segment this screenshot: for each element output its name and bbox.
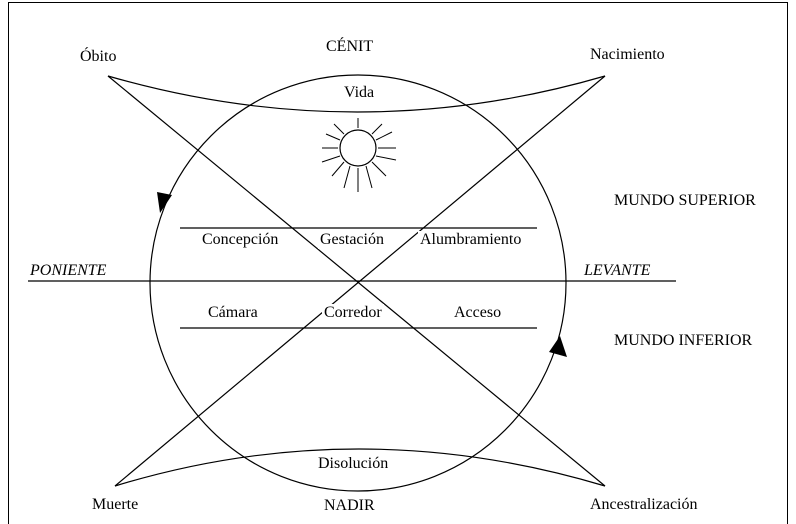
- mundo-inferior-label: MUNDO INFERIOR: [614, 332, 753, 349]
- diagram-frame: [8, 2, 788, 524]
- gestacion-label: Gestación: [318, 231, 386, 249]
- concepcion-label: Concepción: [200, 231, 281, 249]
- nacimiento-label: Nacimiento: [590, 46, 665, 63]
- nadir-label: NADIR: [324, 497, 375, 514]
- cenit-label: CÉNIT: [326, 38, 374, 55]
- mundo-superior-label: MUNDO SUPERIOR: [614, 192, 756, 209]
- acceso-label: Acceso: [452, 304, 504, 322]
- descending-arrow-head: [157, 192, 172, 213]
- cosmic-circle: [149, 74, 567, 492]
- camara-label: Cámara: [206, 304, 260, 322]
- upper-lens-bottom-arc: [107, 75, 606, 113]
- sun-icon: [321, 118, 397, 192]
- disolucion-label: Disolución: [316, 455, 391, 473]
- obito-label: Óbito: [80, 48, 117, 65]
- alumbramiento-label: Alumbramiento: [418, 231, 524, 249]
- lower-lens-top-arc: [114, 448, 606, 487]
- poniente-label: PONIENTE: [30, 262, 107, 279]
- ascending-arrow-head: [549, 336, 567, 357]
- muerte-label: Muerte: [92, 496, 139, 513]
- ancestralizacion-label: Ancestralización: [590, 496, 698, 513]
- levante-label: LEVANTE: [584, 262, 651, 279]
- vida-label: Vida: [342, 84, 377, 102]
- corredor-label: Corredor: [322, 304, 384, 322]
